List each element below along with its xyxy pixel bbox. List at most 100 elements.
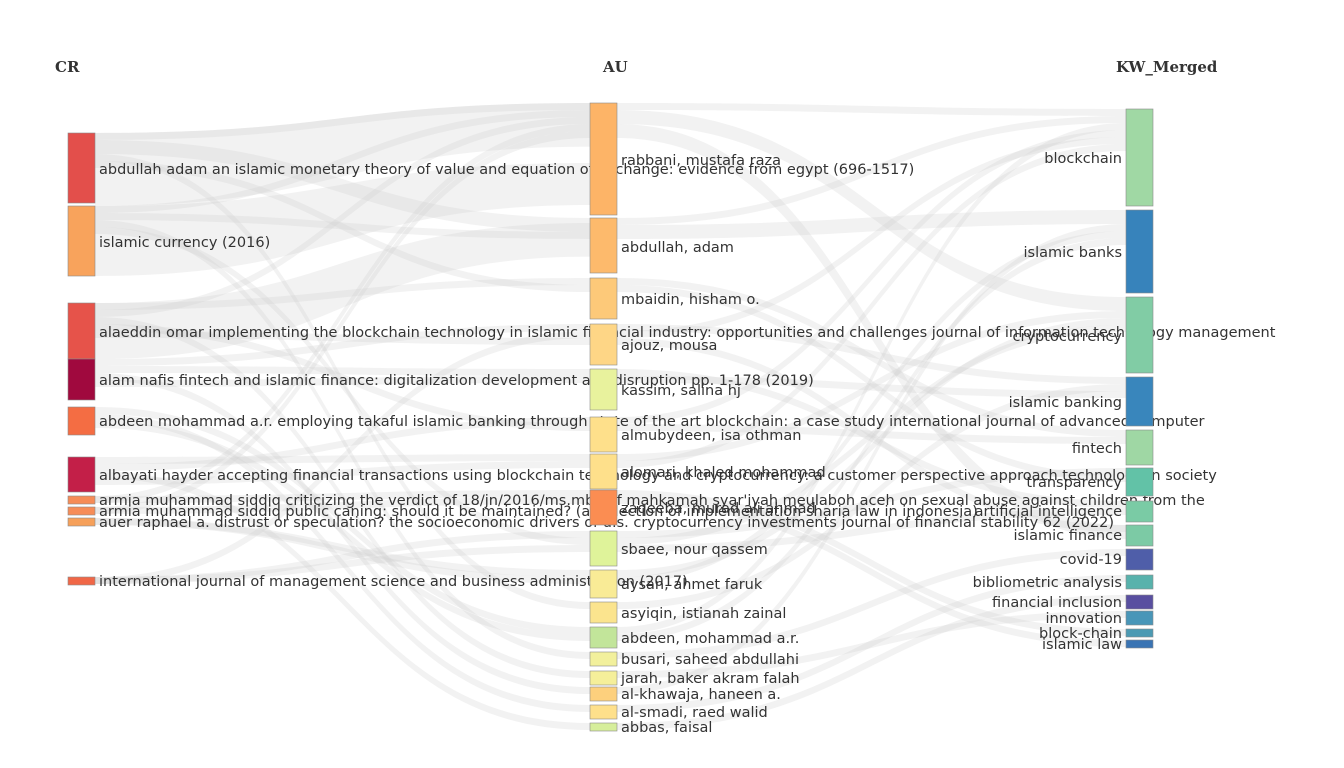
kw-node-label-9: bibliometric analysis (973, 575, 1122, 591)
kw-node-3[interactable] (1125, 376, 1154, 427)
au-node-5[interactable] (589, 416, 618, 453)
kw-node-13[interactable] (1125, 639, 1154, 649)
flow-link-au-kw-33 (617, 338, 1126, 532)
au-node-7[interactable] (589, 489, 618, 526)
au-node-label-14: al-khawaja, haneen a. (621, 687, 781, 703)
au-node-0[interactable] (589, 102, 618, 216)
flow-link-au-kw-14 (617, 318, 1126, 577)
au-node-label-7: zaqeeba, murad ali ahmad (621, 501, 816, 517)
flow-link-au-kw-24 (617, 231, 1126, 584)
flow-link-bg-2 (95, 223, 590, 359)
flow-link-cr-au-10 (95, 454, 590, 464)
flow-link-cr-au-6 (95, 117, 590, 317)
flow-link-cr-au-2 (95, 147, 590, 232)
au-node-label-0: rabbani, mustafa raza (621, 153, 781, 169)
flow-link-cr-au-19 (95, 373, 590, 694)
au-node-label-10: asyiqin, istianah zainal (621, 606, 786, 622)
kw-node-7[interactable] (1125, 524, 1154, 547)
flow-link-cr-au-22 (95, 490, 590, 503)
kw-node-label-5: transparency (1026, 475, 1122, 491)
kw-node-11[interactable] (1125, 610, 1154, 626)
cr-node-9[interactable] (67, 576, 96, 586)
au-node-10[interactable] (589, 601, 618, 624)
flow-link-au-kw-12 (617, 124, 1126, 532)
flow-link-au-kw-4 (617, 217, 1126, 239)
flow-link-au-kw-0 (617, 103, 1126, 116)
kw-node-10[interactable] (1125, 594, 1154, 610)
au-node-label-4: kassim, salina hj (621, 383, 741, 399)
flow-link-au-kw-18 (617, 611, 1126, 678)
kw-node-5[interactable] (1125, 467, 1154, 497)
cr-node-label-5: albayati hayder accepting financial tran… (99, 468, 1217, 484)
flow-link-au-kw-29 (617, 325, 1126, 545)
flow-link-au-kw-11 (617, 130, 1126, 424)
cr-node-3[interactable] (67, 358, 96, 401)
kw-node-1[interactable] (1125, 209, 1154, 294)
flow-link-au-kw-19 (617, 224, 1126, 694)
au-node-14[interactable] (589, 686, 618, 702)
flow-link-cr-au-26 (95, 324, 590, 431)
column-title-kw: KW_Merged (1116, 58, 1218, 76)
au-node-15[interactable] (589, 704, 618, 720)
flow-link-cr-au-23 (95, 497, 590, 514)
au-node-8[interactable] (589, 530, 618, 567)
cr-node-label-9: international journal of management scie… (99, 574, 688, 590)
flow-link-cr-au-18 (95, 317, 590, 678)
flow-link-cr-au-7 (95, 324, 590, 366)
au-node-3[interactable] (589, 323, 618, 366)
sankey-links (95, 103, 1126, 730)
au-node-11[interactable] (589, 626, 618, 649)
au-node-6[interactable] (589, 453, 618, 490)
kw-node-4[interactable] (1125, 429, 1154, 466)
cr-node-7[interactable] (67, 506, 96, 516)
au-node-label-9: aysan, ahmet faruk (621, 577, 763, 593)
au-node-13[interactable] (589, 670, 618, 686)
flow-link-cr-au-13 (95, 131, 590, 514)
kw-node-2[interactable] (1125, 296, 1154, 374)
au-node-12[interactable] (589, 651, 618, 667)
flow-link-cr-au-28 (95, 421, 590, 641)
flow-link-cr-au-27 (95, 376, 590, 387)
flow-link-cr-au-33 (95, 331, 590, 345)
cr-node-8[interactable] (67, 517, 96, 527)
cr-node-2[interactable] (67, 302, 96, 360)
flow-link-au-kw-2 (617, 210, 1126, 232)
flow-link-cr-au-24 (95, 518, 590, 584)
kw-node-label-3: islamic banking (1009, 395, 1122, 411)
kw-node-9[interactable] (1125, 574, 1154, 590)
flow-link-bg-0 (95, 103, 590, 206)
flow-link-cr-au-32 (95, 545, 590, 584)
kw-node-8[interactable] (1125, 548, 1154, 571)
kw-node-label-10: financial inclusion (992, 595, 1122, 611)
kw-node-label-7: islamic finance (1013, 528, 1122, 544)
au-node-label-1: abdullah, adam (621, 240, 734, 256)
column-title-cr: CR (55, 58, 80, 76)
flow-link-au-kw-9 (617, 123, 1126, 634)
au-node-1[interactable] (589, 217, 618, 274)
au-node-4[interactable] (589, 368, 618, 411)
au-node-9[interactable] (589, 569, 618, 599)
flow-link-cr-au-21 (95, 471, 590, 730)
flow-link-cr-au-8 (95, 366, 590, 376)
cr-node-5[interactable] (67, 456, 96, 493)
cr-node-label-1: islamic currency (2016) (99, 235, 270, 251)
flow-link-cr-au-0 (95, 103, 590, 140)
cr-node-6[interactable] (67, 495, 96, 505)
flow-link-au-kw-7 (617, 324, 1126, 384)
kw-node-12[interactable] (1125, 628, 1154, 638)
flow-link-cr-au-12 (95, 124, 590, 503)
kw-node-0[interactable] (1125, 108, 1154, 207)
au-node-16[interactable] (589, 722, 618, 732)
cr-node-0[interactable] (67, 132, 96, 204)
flow-link-au-kw-22 (617, 490, 1126, 636)
flow-link-au-kw-31 (617, 144, 1126, 468)
au-node-2[interactable] (589, 277, 618, 320)
kw-node-6[interactable] (1125, 500, 1154, 523)
cr-node-4[interactable] (67, 406, 96, 436)
flow-link-cr-au-3 (95, 110, 590, 213)
cr-node-1[interactable] (67, 205, 96, 277)
flow-link-cr-au-9 (95, 407, 590, 634)
cr-node-label-2: alaeddin omar implementing the blockchai… (99, 325, 1276, 341)
flow-link-cr-au-5 (95, 278, 590, 310)
